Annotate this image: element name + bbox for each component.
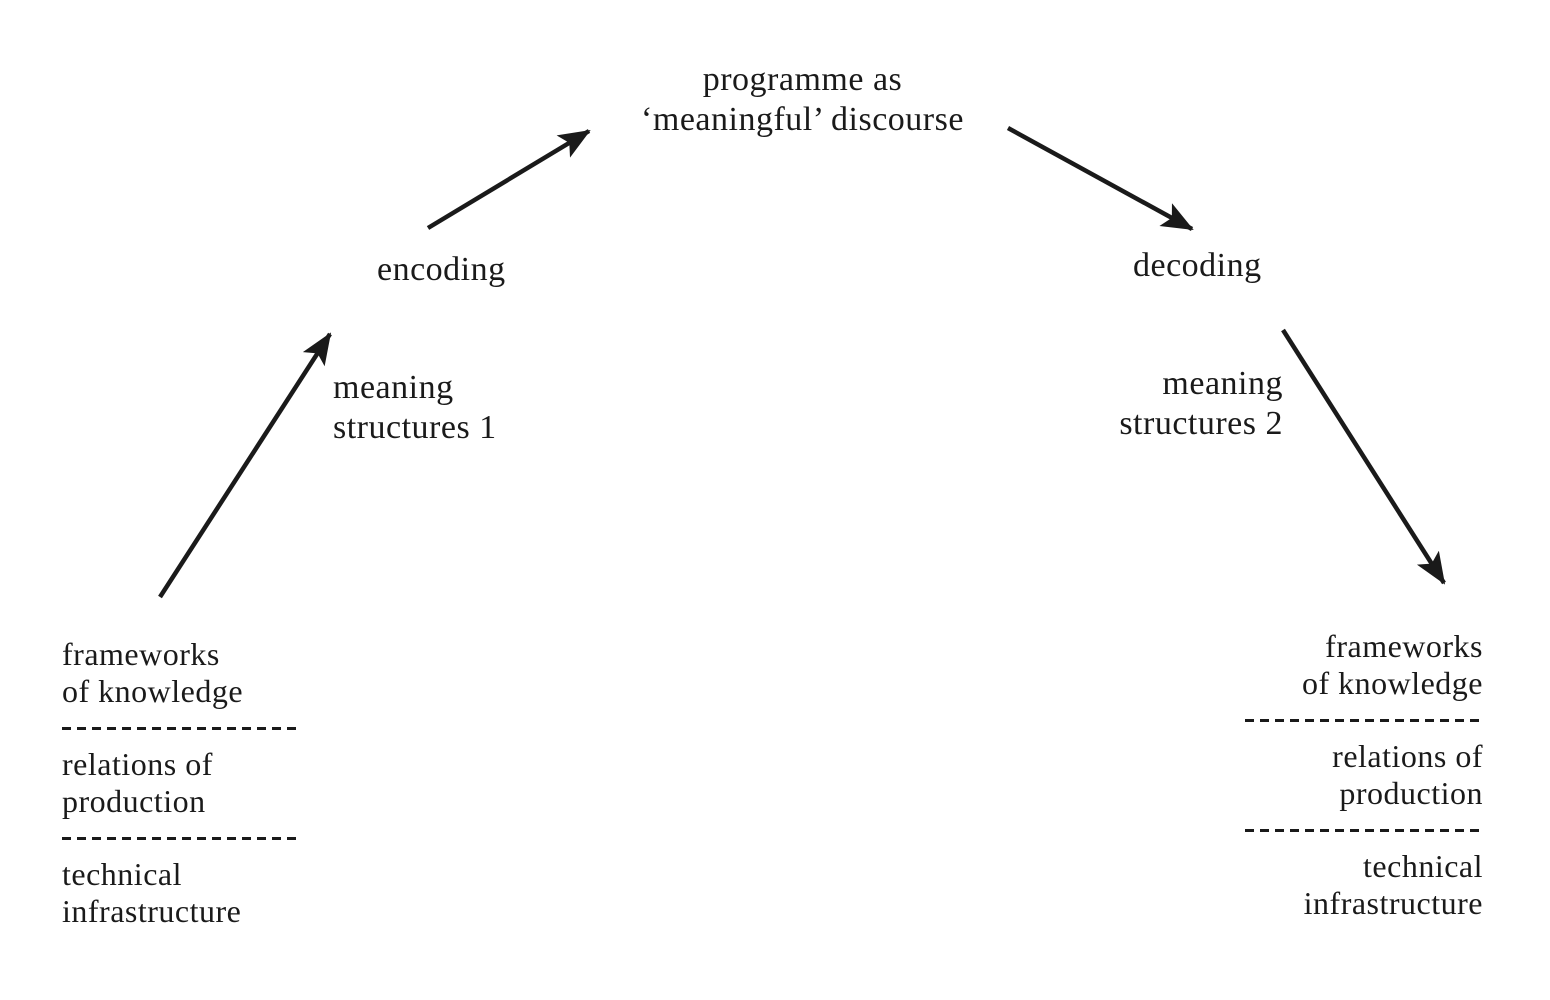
arrow-encoding-to-programme (426, 129, 591, 230)
decoder-side-stack: frameworks of knowledge relations of pro… (1245, 628, 1483, 922)
decoder-relations-of-production-label: relations of production (1332, 738, 1483, 811)
decoder-technical-infrastructure-label: technical infrastructure (1303, 848, 1483, 921)
encoder-technical-infrastructure-label: technical infrastructure (62, 856, 242, 929)
encoder-side-stack: frameworks of knowledge relations of pro… (62, 636, 300, 930)
decoder-frameworks-of-knowledge-label: frameworks of knowledge (1301, 628, 1483, 701)
decoder-stack-divider-2 (1245, 829, 1483, 832)
meaning-structures-1-label: meaning structures 1 (333, 369, 497, 446)
arrow-left-stack-to-encoding (158, 332, 332, 599)
encoding-node-label: encoding (377, 251, 506, 288)
encoder-stack-divider-1 (62, 727, 300, 730)
arrow-programme-to-decoding (1006, 126, 1194, 231)
arrow-decoding-to-right-stack (1281, 328, 1446, 585)
programme-node-label: programme as ‘meaningful’ discourse (641, 61, 964, 138)
encoder-frameworks-of-knowledge-label: frameworks of knowledge (62, 636, 244, 709)
encoder-relations-of-production-label: relations of production (62, 746, 213, 819)
encoder-stack-divider-2 (62, 837, 300, 840)
decoding-node-label: decoding (1133, 247, 1262, 284)
meaning-structures-2-label: meaning structures 2 (1119, 365, 1283, 442)
decoder-stack-divider-1 (1245, 719, 1483, 722)
